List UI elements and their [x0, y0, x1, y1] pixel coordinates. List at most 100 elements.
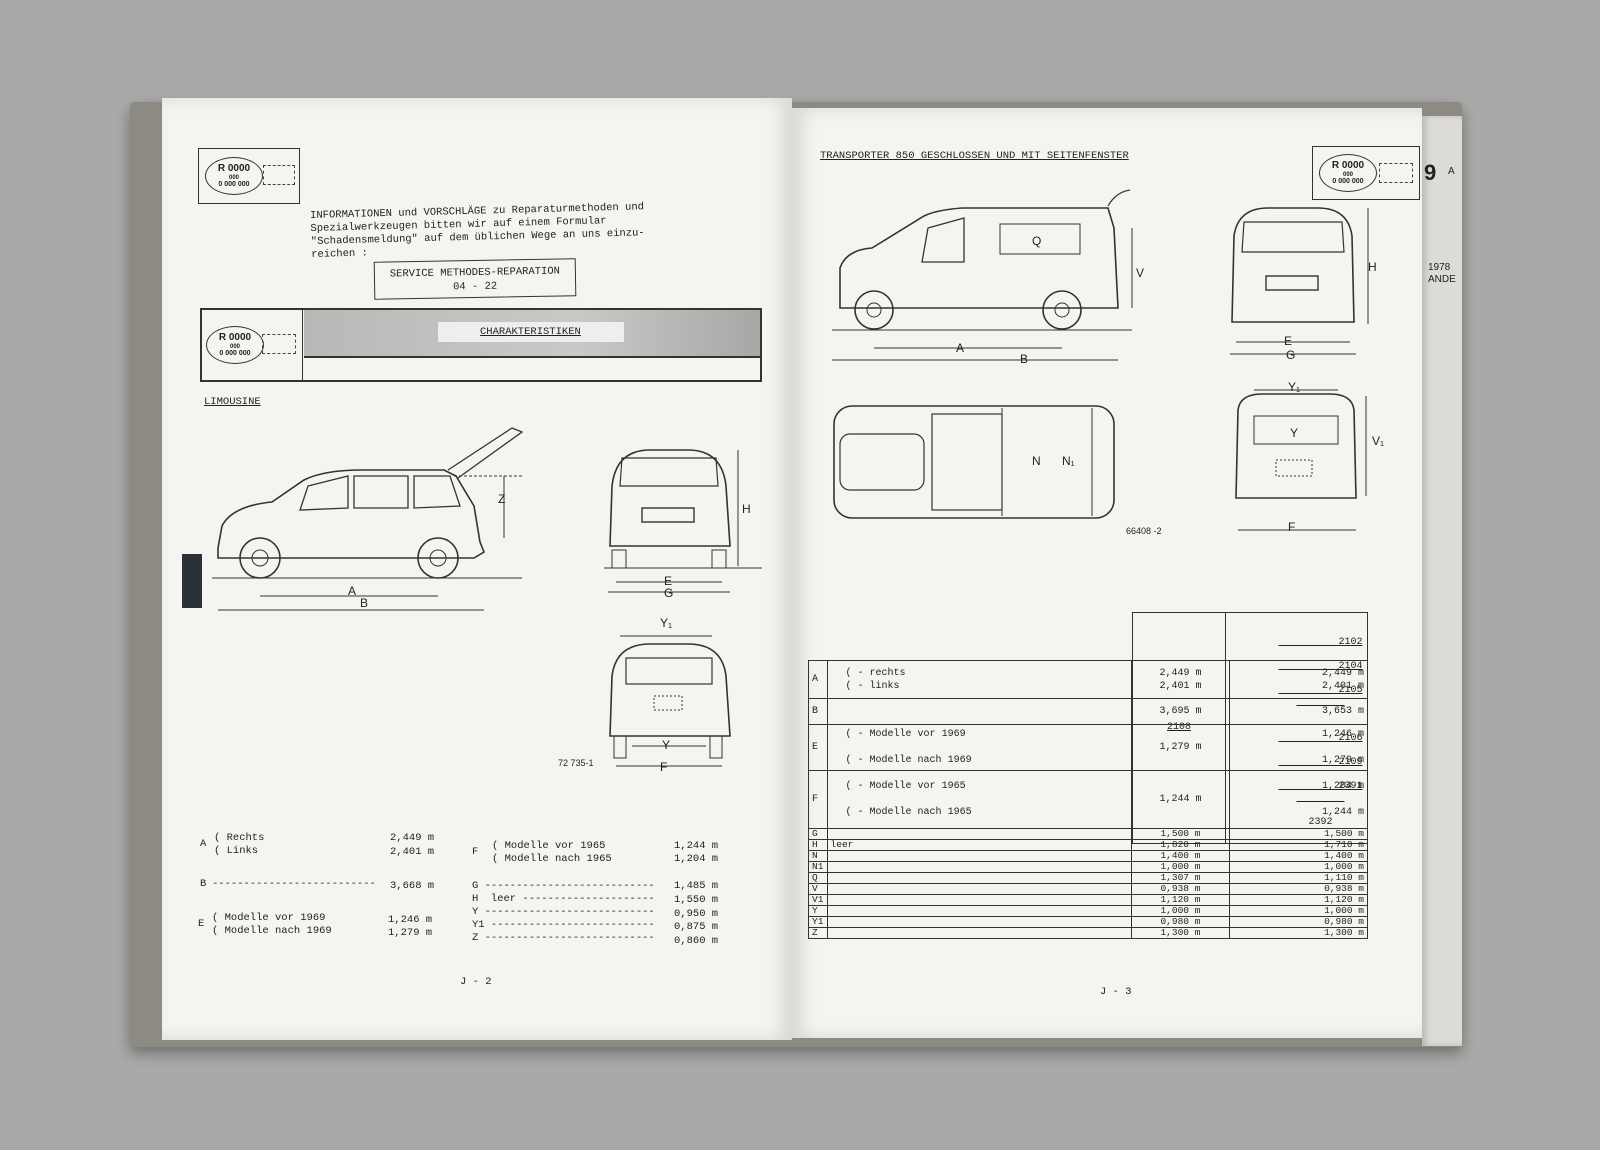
right-page-title: TRANSPORTER 850 GESCHLOSSEN UND MIT SEIT…: [820, 150, 1129, 162]
van-label-q: Q: [1032, 234, 1042, 248]
plate-line1: R 0000: [217, 163, 251, 174]
van-label-a: A: [956, 341, 965, 355]
row-key: A: [808, 660, 828, 699]
label-z: Z: [498, 492, 506, 506]
header-plate-line3: 0 000 000: [219, 350, 251, 357]
row-value-2108: 1,120 m: [1131, 894, 1230, 906]
spec-f-row1: ( Modelle vor 1965: [492, 840, 606, 852]
spec-g-label: G ---------------------------: [472, 880, 655, 892]
van-label-e: E: [1284, 334, 1293, 348]
banner-title: CHARAKTERISTIKEN: [480, 326, 581, 338]
plate-line2: 000: [228, 175, 239, 181]
label-e: E: [664, 574, 673, 588]
van-label-h: H: [1368, 260, 1377, 274]
spec-f-val1: 1,244 m: [674, 840, 719, 852]
label-f: F: [660, 760, 668, 774]
plate-box-top: R 0000 000 0 000 000: [198, 148, 300, 204]
row-key: Z: [808, 927, 828, 939]
van-label-n1: N₁: [1062, 454, 1075, 468]
row-desc: ( - Modelle vor 1969 ( - Modelle nach 19…: [826, 724, 1133, 771]
spec-e-row2: ( Modelle nach 1969: [212, 925, 332, 937]
row-desc: [826, 916, 1133, 928]
plate-box-right: R 0000 000 0 000 000: [1312, 146, 1420, 200]
row-value-2108: 1,820 m: [1131, 839, 1230, 851]
plate-seal: R 0000 000 0 000 000: [205, 157, 263, 195]
label-h: H: [742, 502, 751, 516]
row-value-2108: 1,300 m: [1131, 927, 1230, 939]
row-desc: [826, 894, 1133, 906]
row-value-2108: 1,000 m: [1131, 905, 1230, 917]
left-page: R 0000 000 0 000 000 INFORMATIONEN und V…: [162, 98, 792, 1040]
van-label-v: V: [1136, 266, 1145, 280]
van-side-diagram: [832, 189, 1133, 361]
spec-z-val: 0,860 m: [674, 935, 719, 947]
row-key: F: [808, 770, 828, 829]
header-plate-cell: R 0000 000 0 000 000: [202, 310, 303, 380]
row-key: Y: [808, 905, 828, 917]
row-value-group: 0,938 m: [1228, 883, 1369, 895]
row-desc: [826, 905, 1133, 917]
row-key: Q: [808, 872, 828, 884]
row-value-2108: 2,449 m 2,401 m: [1131, 660, 1230, 699]
row-value-2108: 1,279 m: [1131, 724, 1230, 771]
info-text: INFORMATIONEN und VORSCHLÄGE zu Reparatu…: [310, 201, 645, 262]
label-b: B: [360, 596, 369, 610]
spec-y1-val: 0,875 m: [674, 921, 719, 933]
service-box: SERVICE METHODES-REPARATION 04 - 22: [373, 258, 577, 300]
label-y: Y: [662, 738, 671, 752]
row-value-group: 2,449 m 2,401 m: [1228, 660, 1369, 699]
van-label-y1: Y₁: [1288, 380, 1301, 394]
van-top-diagram: [833, 405, 1115, 519]
van-label-y: Y: [1290, 426, 1299, 440]
spec-e-val2: 1,279 m: [388, 927, 433, 939]
row-desc: [826, 861, 1133, 873]
index-tab: 9 A 1978 ANDE: [1422, 116, 1462, 1046]
row-value-group: 1,246 m 1,279 m: [1228, 724, 1369, 771]
row-desc: [826, 883, 1133, 895]
row-desc: [826, 850, 1133, 862]
spec-a-val1: 2,449 m: [390, 832, 435, 844]
row-value-2108: 3,695 m: [1131, 698, 1230, 725]
right-plate-seal: R 0000 000 0 000 000: [1319, 154, 1377, 192]
row-desc: [826, 828, 1133, 840]
tab-number: 9: [1424, 160, 1437, 185]
spec-e-val1: 1,246 m: [388, 914, 433, 926]
section-title: LIMOUSINE: [204, 396, 261, 408]
row-key: B: [808, 698, 828, 725]
row-value-group: 1,000 m: [1228, 905, 1369, 917]
row-key: N1: [808, 861, 828, 873]
spec-a-val2: 2,401 m: [390, 846, 435, 858]
row-desc: [826, 872, 1133, 884]
spec-z-label: Z ---------------------------: [472, 932, 655, 944]
right-plate-line3: 0 000 000: [1332, 178, 1364, 185]
tab-year: 1978: [1428, 262, 1451, 273]
row-key: E: [808, 724, 828, 771]
right-plate-line1: R 0000: [1331, 160, 1365, 171]
spec-h-val: 1,550 m: [674, 894, 719, 906]
diagram-ref-left: 72 735-1: [558, 758, 594, 768]
header-plate-line1: R 0000: [218, 332, 252, 343]
spec-a-row1: ( Rechts: [214, 832, 265, 844]
row-value-group: 0,980 m: [1228, 916, 1369, 928]
plate-dashed-box: [263, 165, 295, 185]
row-desc: [826, 698, 1133, 725]
row-key: H: [808, 839, 828, 851]
spec-y-val: 0,950 m: [674, 908, 719, 920]
table-row: F( - Modelle vor 1965 ( - Modelle nach 1…: [808, 770, 1369, 829]
row-value-group: 1,110 m: [1228, 872, 1369, 884]
row-key: N: [808, 850, 828, 862]
spec-f-row2: ( Modelle nach 1965: [492, 853, 612, 865]
spec-b-val: 3,668 m: [390, 880, 435, 892]
van-label-v1: V₁: [1372, 434, 1385, 448]
row-desc: ( - Modelle vor 1965 ( - Modelle nach 19…: [826, 770, 1133, 829]
